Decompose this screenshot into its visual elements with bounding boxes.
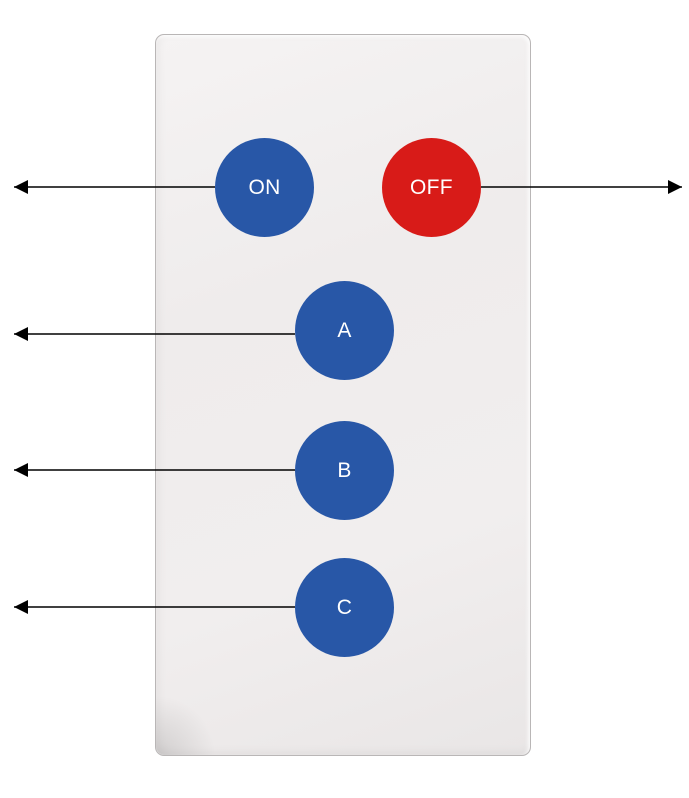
c-button[interactable]: C — [295, 558, 394, 657]
off-button[interactable]: OFF — [382, 138, 481, 237]
on-button[interactable]: ON — [215, 138, 314, 237]
b-button[interactable]: B — [295, 421, 394, 520]
a-button[interactable]: A — [295, 281, 394, 380]
